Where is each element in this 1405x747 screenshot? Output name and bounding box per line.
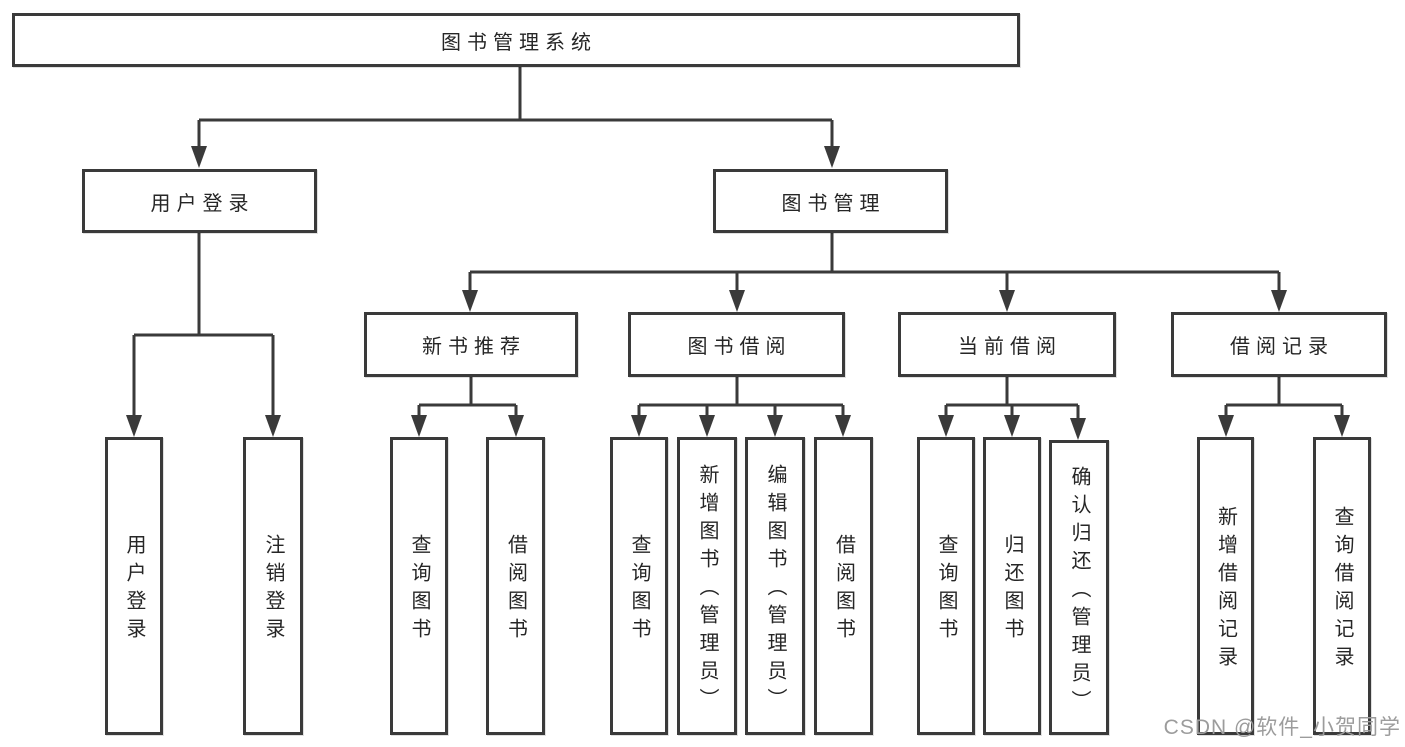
- node-new-book-recommend: 新书推荐: [364, 312, 578, 377]
- node-library-system: 图书管理系统: [12, 13, 1020, 67]
- edge-userlogin-to-leaves: [132, 233, 275, 417]
- arrowhead: [508, 415, 524, 437]
- edge-bookmgmt-to-level3: [468, 233, 1281, 292]
- leaf-borrow-books-recommend: 借阅图书: [486, 437, 545, 735]
- arrowhead: [191, 146, 207, 168]
- arrowhead: [1218, 415, 1234, 437]
- arrowhead: [631, 415, 647, 437]
- arrowhead: [729, 290, 745, 312]
- arrowhead: [699, 415, 715, 437]
- arrowhead: [1271, 290, 1287, 312]
- node-current-borrow: 当前借阅: [898, 312, 1116, 377]
- leaf-edit-book-admin: 编辑图书（管理员）: [745, 437, 805, 735]
- edge-current-to-leaves: [944, 377, 1080, 421]
- leaf-borrow-books: 借阅图书: [814, 437, 873, 735]
- leaf-return-book: 归还图书: [983, 437, 1041, 735]
- node-book-borrow: 图书借阅: [628, 312, 845, 377]
- csdn-watermark: CSDN @软件_小贺同学: [1163, 716, 1401, 739]
- arrowhead: [835, 415, 851, 437]
- leaf-add-borrow-record: 新增借阅记录: [1197, 437, 1254, 735]
- arrowhead: [462, 290, 478, 312]
- leaf-confirm-return-admin: 确认归还（管理员）: [1049, 440, 1109, 735]
- leaf-query-borrow-record: 查询借阅记录: [1313, 437, 1371, 735]
- arrowhead: [411, 415, 427, 437]
- node-borrow-records: 借阅记录: [1171, 312, 1387, 377]
- node-user-login: 用户登录: [82, 169, 317, 233]
- edge-records-to-leaves: [1224, 377, 1344, 419]
- arrowhead: [1004, 415, 1020, 437]
- leaf-query-books-recommend: 查询图书: [390, 437, 448, 735]
- arrowhead: [126, 415, 142, 437]
- leaf-logout: 注销登录: [243, 437, 303, 735]
- arrowhead: [767, 415, 783, 437]
- edge-recommend-to-leaves: [417, 377, 518, 419]
- arrowhead: [265, 415, 281, 437]
- arrowhead: [1334, 415, 1350, 437]
- leaf-query-books-borrow: 查询图书: [610, 437, 668, 735]
- arrowhead: [999, 290, 1015, 312]
- arrowhead: [1070, 418, 1086, 440]
- edge-root-to-level2: [197, 67, 834, 148]
- edge-borrow-to-leaves: [637, 377, 845, 419]
- leaf-add-book-admin: 新增图书（管理员）: [677, 437, 737, 735]
- leaf-user-login: 用户登录: [105, 437, 163, 735]
- node-book-management: 图书管理: [713, 169, 948, 233]
- arrowhead: [824, 146, 840, 168]
- leaf-query-books-current: 查询图书: [917, 437, 975, 735]
- arrowhead: [938, 415, 954, 437]
